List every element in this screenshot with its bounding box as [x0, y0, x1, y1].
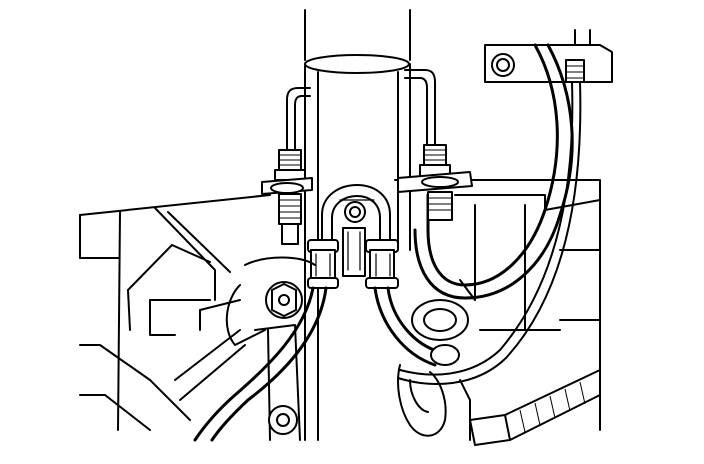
shock-absorber-strut — [304, 9, 411, 441]
brake-hose-right-loop — [413, 43, 574, 300]
body-panel-left — [79, 194, 271, 431]
hub-assembly — [397, 299, 471, 441]
grommet-left — [307, 239, 339, 289]
upper-bracket-right — [484, 29, 613, 83]
brake-hose-bracket-clip — [321, 184, 391, 277]
brake-pipe-left — [286, 87, 311, 151]
grommet-right — [365, 239, 399, 289]
tie-rod-end — [469, 369, 601, 446]
lower-bolt-lower — [268, 405, 298, 435]
brake-hose-left — [193, 286, 328, 442]
brake-pipe-fitting-right — [397, 144, 473, 221]
lower-bolt-upper — [265, 281, 303, 319]
brake-pipe-fitting-left — [261, 149, 313, 245]
knuckle-arm — [174, 256, 316, 441]
brake-pipe-right — [404, 69, 436, 146]
